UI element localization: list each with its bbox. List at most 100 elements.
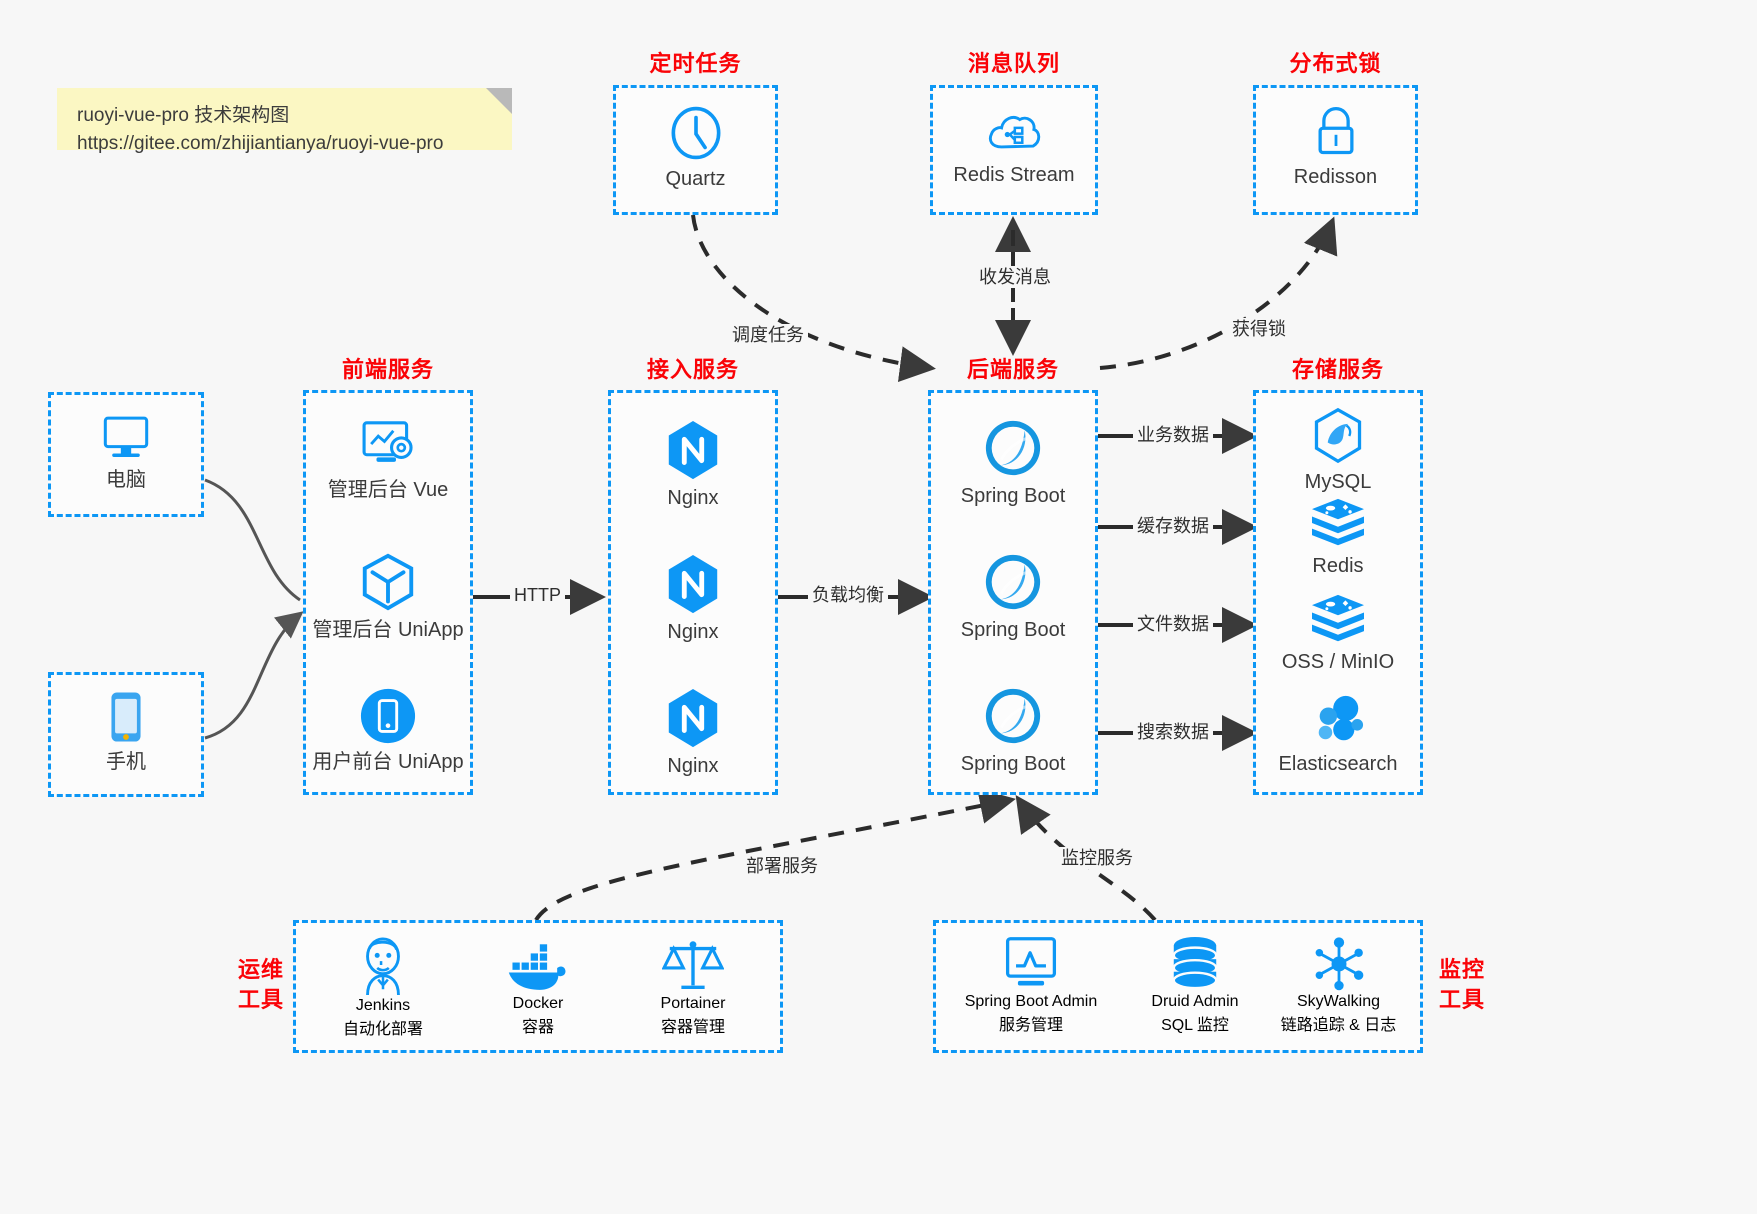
group-title-distributed-lock: 分布式锁 <box>1289 51 1382 76</box>
elasticsearch-icon <box>1318 695 1364 741</box>
nginx-icon <box>668 420 718 480</box>
node-label: Redisson <box>1293 166 1378 188</box>
node-portainer[interactable]: Portainer 容器管理 <box>618 935 768 1037</box>
node-spring-boot-1[interactable]: Spring Boot <box>931 417 1095 509</box>
node-sublabel: SQL 监控 <box>1161 1017 1229 1034</box>
node-phone[interactable]: 手机 <box>51 689 201 775</box>
note-url: https://gitee.com/zhijiantianya/ruoyi-vu… <box>77 133 444 154</box>
note-fold-corner <box>486 88 512 114</box>
node-label: Portainer <box>660 995 726 1012</box>
node-label: Druid Admin <box>1151 993 1239 1010</box>
node-redisson[interactable]: Redisson <box>1256 104 1415 190</box>
oss-icon <box>1312 594 1364 642</box>
group-title-scheduled-task: 定时任务 <box>649 51 742 76</box>
node-label: Spring Boot Admin <box>964 993 1098 1010</box>
node-label: Redis Stream <box>953 164 1075 186</box>
nginx-icon <box>668 554 718 614</box>
node-nginx-2[interactable]: Nginx <box>611 553 775 645</box>
node-oss-minio[interactable]: OSS / MinIO <box>1256 593 1420 675</box>
node-label: 管理后台 UniApp <box>312 619 464 641</box>
monitor-chart-icon <box>1005 937 1057 986</box>
node-label: SkyWalking <box>1297 993 1380 1010</box>
node-nginx-1[interactable]: Nginx <box>611 419 775 511</box>
node-nginx-3[interactable]: Nginx <box>611 687 775 779</box>
redis-icon <box>1312 498 1364 546</box>
nginx-icon <box>668 688 718 748</box>
node-spring-boot-admin[interactable]: Spring Boot Admin 服务管理 <box>942 935 1120 1035</box>
dashboard-gear-icon <box>362 421 413 462</box>
edge-label-send-receive-message: 收发消息 <box>975 266 1055 288</box>
node-druid-admin[interactable]: Druid Admin SQL 监控 <box>1120 935 1270 1035</box>
group-box-devops: Jenkins 自动化部署 Docker 容器 <box>293 920 783 1053</box>
group-title-monitoring-line1: 监控 <box>1438 957 1485 982</box>
group-title-frontend: 前端服务 <box>341 357 434 382</box>
node-mysql[interactable]: MySQL <box>1256 407 1420 495</box>
skywalking-icon <box>1315 937 1363 991</box>
node-skywalking[interactable]: SkyWalking 链路追踪 & 日志 <box>1256 935 1421 1035</box>
node-label: 管理后台 Vue <box>327 479 449 501</box>
group-title-monitoring-line2: 工具 <box>1438 987 1485 1012</box>
group-title-storage: 存储服务 <box>1291 357 1384 382</box>
group-title-message-queue: 消息队列 <box>967 51 1060 76</box>
group-title-monitoring: 监控 工具 <box>1432 955 1492 1015</box>
node-elasticsearch[interactable]: Elasticsearch <box>1256 693 1420 777</box>
edge-label-acquire-lock: 获得锁 <box>1228 318 1290 340</box>
node-quartz[interactable]: Quartz <box>616 104 775 192</box>
node-label: Nginx <box>667 621 719 643</box>
node-label: MySQL <box>1304 471 1372 493</box>
node-docker[interactable]: Docker 容器 <box>463 941 613 1037</box>
node-sublabel: 服务管理 <box>998 1017 1063 1034</box>
docker-icon <box>508 944 566 990</box>
node-label: Nginx <box>667 755 719 777</box>
node-computer[interactable]: 电脑 <box>51 413 201 493</box>
jenkins-icon <box>366 937 400 996</box>
edge-label-file-data: 文件数据 <box>1133 613 1213 635</box>
node-admin-vue[interactable]: 管理后台 Vue <box>306 417 470 503</box>
group-title-devops: 运维 工具 <box>231 955 291 1015</box>
phone-icon <box>111 692 141 742</box>
node-label: 手机 <box>106 751 146 773</box>
node-label: Docker <box>512 995 564 1012</box>
edge-label-schedule-task: 调度任务 <box>728 324 808 346</box>
group-title-gateway: 接入服务 <box>646 357 739 382</box>
node-jenkins[interactable]: Jenkins 自动化部署 <box>308 935 458 1039</box>
node-redis[interactable]: Redis <box>1256 497 1420 579</box>
group-box-monitoring: Spring Boot Admin 服务管理 Druid Admin SQL 监… <box>933 920 1423 1053</box>
spring-boot-icon <box>985 420 1041 476</box>
node-sublabel: 容器管理 <box>660 1019 725 1036</box>
group-box-gateway: Nginx Nginx Nginx <box>608 390 778 795</box>
clock-icon <box>671 106 720 160</box>
node-label: Quartz <box>665 168 726 190</box>
mobile-app-icon <box>360 688 416 744</box>
node-label: Spring Boot <box>960 485 1066 507</box>
node-label: Spring Boot <box>960 619 1066 641</box>
desktop-icon <box>103 416 149 457</box>
spring-boot-icon <box>985 688 1041 744</box>
spring-boot-icon <box>985 554 1041 610</box>
note-title: ruoyi-vue-pro 技术架构图 <box>77 105 290 126</box>
node-label: OSS / MinIO <box>1281 651 1395 673</box>
node-label: Nginx <box>667 487 719 509</box>
edge-label-deploy-service: 部署服务 <box>742 855 822 877</box>
cube-icon <box>362 553 414 611</box>
node-label: Redis <box>1312 555 1364 577</box>
sticky-note: ruoyi-vue-pro 技术架构图 https://gitee.com/zh… <box>57 88 512 154</box>
node-admin-uniapp[interactable]: 管理后台 UniApp <box>306 551 470 643</box>
scales-icon <box>662 941 724 989</box>
node-label: Spring Boot <box>960 753 1066 775</box>
node-label: Elasticsearch <box>1278 753 1398 775</box>
group-box-message-queue: Redis Stream <box>930 85 1098 215</box>
node-sublabel: 链路追踪 & 日志 <box>1280 1017 1397 1034</box>
node-sublabel: 自动化部署 <box>342 1021 423 1038</box>
node-label: 电脑 <box>106 469 146 491</box>
node-spring-boot-3[interactable]: Spring Boot <box>931 685 1095 777</box>
edge-label-http: HTTP <box>510 584 565 606</box>
group-box-storage: MySQL Redis <box>1253 390 1423 795</box>
group-box-backend: Spring Boot Spring Boot Spring Boot <box>928 390 1098 795</box>
node-spring-boot-2[interactable]: Spring Boot <box>931 551 1095 643</box>
edge-label-load-balance: 负载均衡 <box>808 584 888 606</box>
node-user-uniapp[interactable]: 用户前台 UniApp <box>306 687 470 775</box>
node-redis-stream[interactable]: Redis Stream <box>933 106 1095 188</box>
client-box-phone: 手机 <box>48 672 204 797</box>
